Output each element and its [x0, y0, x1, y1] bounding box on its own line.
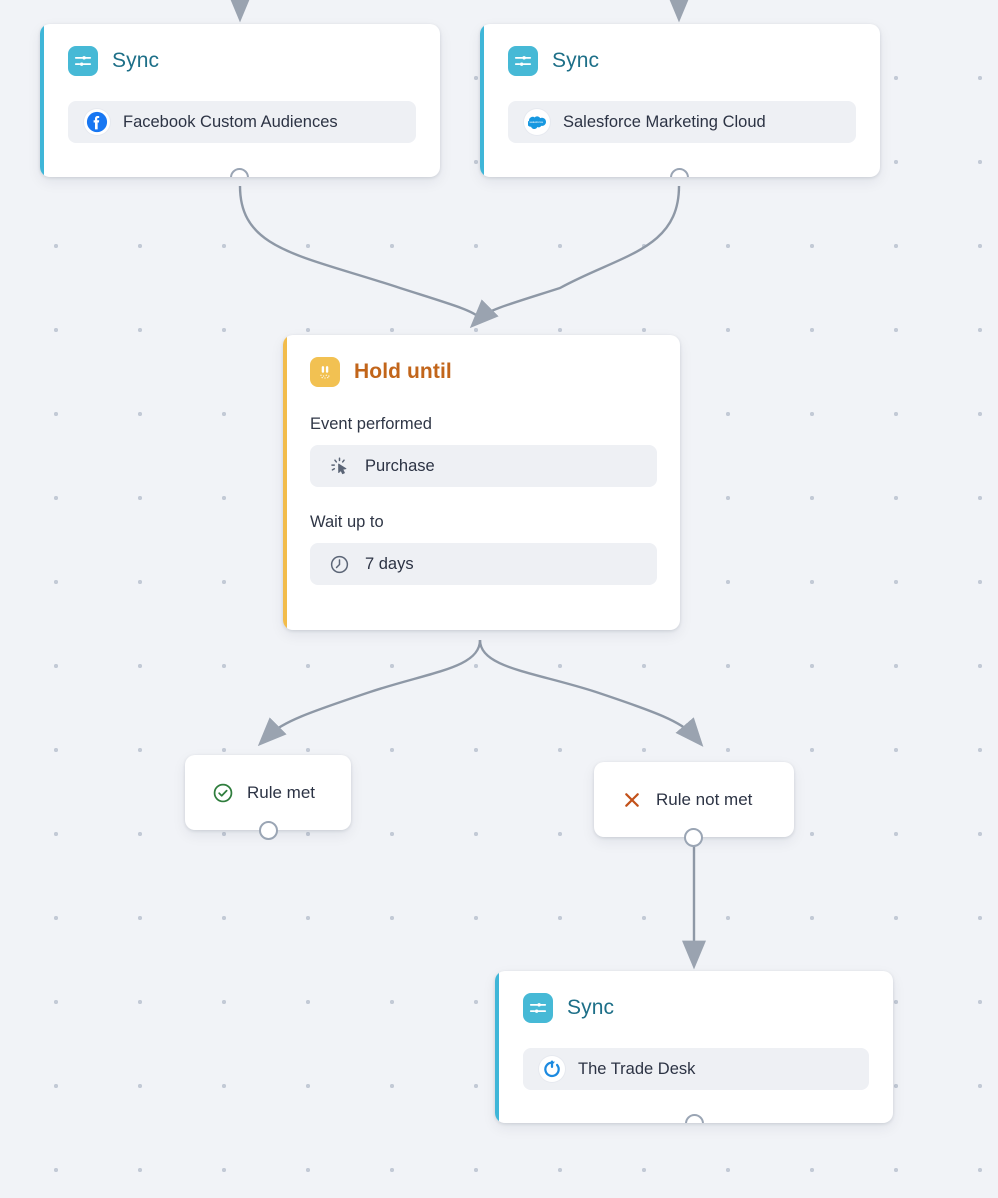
node-accent-bar — [480, 24, 484, 177]
node-title: Sync — [567, 996, 615, 1019]
branch-rule-not-met[interactable]: Rule not met — [594, 762, 794, 847]
destination-label: The Trade Desk — [578, 1059, 696, 1078]
branch-label: Rule met — [247, 782, 316, 802]
node-title: Hold until — [354, 360, 452, 383]
facebook-icon — [84, 109, 110, 135]
node-header: Sync — [523, 993, 869, 1023]
destination-label: Facebook Custom Audiences — [123, 112, 338, 131]
trade-desk-icon — [539, 1056, 565, 1082]
node-output-handle[interactable] — [685, 1114, 704, 1123]
node-hold-until[interactable]: Hold until Event performed Purchase Wait… — [283, 335, 680, 630]
branch-label: Rule not met — [656, 789, 753, 809]
node-title: Sync — [552, 49, 600, 72]
node-accent-bar — [40, 24, 44, 177]
node-header: Hold until — [310, 357, 657, 387]
sliders-icon — [68, 46, 98, 76]
node-header: Sync — [68, 46, 416, 76]
branch-rule-met[interactable]: Rule met — [185, 755, 351, 840]
field-value-event-performed[interactable]: Purchase — [310, 445, 657, 487]
field-value-label: 7 days — [365, 554, 414, 573]
field-label-wait-up-to: Wait up to — [310, 513, 384, 531]
destination-label: Salesforce Marketing Cloud — [563, 112, 766, 131]
node-output-handle[interactable] — [670, 168, 689, 177]
node-accent-bar — [283, 335, 287, 630]
field-value-label: Purchase — [365, 456, 435, 475]
node-sync-tradedesk[interactable]: Sync The Trade Desk — [495, 971, 893, 1123]
destination-pill[interactable]: The Trade Desk — [523, 1048, 869, 1090]
sliders-icon — [508, 46, 538, 76]
salesforce-icon: salesforce — [524, 109, 550, 135]
check-circle-icon — [212, 782, 234, 804]
field-label-event-performed: Event performed — [310, 415, 432, 433]
cursor-click-icon — [326, 453, 352, 479]
edge-salesforce-to-hold — [469, 185, 681, 329]
node-header: Sync — [508, 46, 856, 76]
edge-hold-to-rule-met — [257, 639, 482, 747]
svg-text:salesforce: salesforce — [530, 120, 544, 124]
edge-hold-to-rule-not-met — [478, 639, 704, 747]
node-output-handle[interactable] — [230, 168, 249, 177]
node-sync-facebook[interactable]: Sync Facebook Custom Audiences — [40, 24, 440, 177]
node-title: Sync — [112, 49, 160, 72]
node-sync-salesforce[interactable]: Sync salesforce Salesforce Marketing Clo… — [480, 24, 880, 177]
node-accent-bar — [495, 971, 499, 1123]
cross-icon — [621, 789, 643, 811]
sliders-icon — [523, 993, 553, 1023]
clock-icon — [326, 551, 352, 577]
destination-pill[interactable]: Facebook Custom Audiences — [68, 101, 416, 143]
destination-pill[interactable]: salesforce Salesforce Marketing Cloud — [508, 101, 856, 143]
branch-output-handle[interactable] — [684, 828, 703, 847]
edge-facebook-to-hold — [238, 185, 481, 319]
hourglass-pause-icon — [310, 357, 340, 387]
field-value-wait-up-to[interactable]: 7 days — [310, 543, 657, 585]
branch-output-handle[interactable] — [259, 821, 278, 840]
